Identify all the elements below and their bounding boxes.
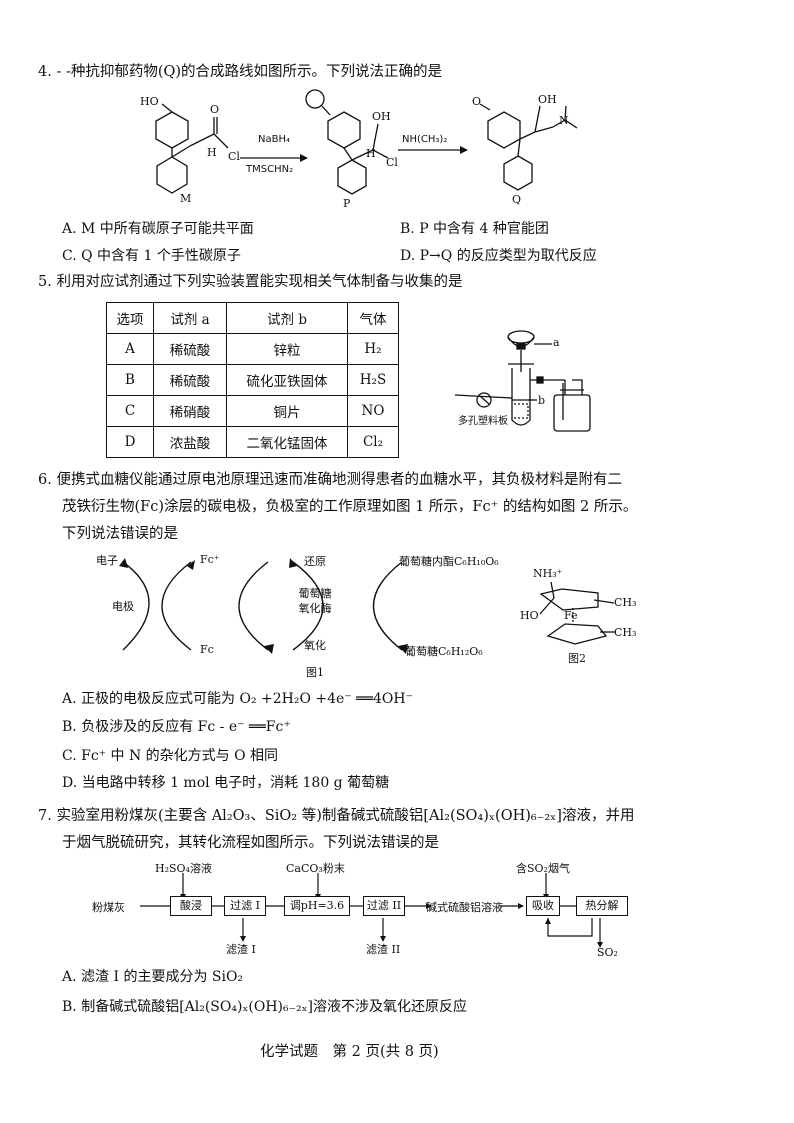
fig2-caption: 图2 <box>568 652 586 665</box>
figure-1-diagram <box>119 558 408 654</box>
table-cell: 锌粒 <box>226 333 348 365</box>
flow-so2-gas: 含SO₂烟气 <box>516 862 570 875</box>
process-flow-arrows <box>140 873 603 948</box>
fig2-ho: HO <box>520 609 539 622</box>
flow-decomp-box: 热分解 <box>576 896 628 916</box>
q-oh: OH <box>538 93 557 106</box>
label-p: P <box>343 197 351 210</box>
q4-option-b[interactable]: B. P 中含有 4 种官能团 <box>400 221 549 237</box>
q6-option-d[interactable]: D. 当电路中转移 1 mol 电子时，消耗 180 g 葡萄糖 <box>62 775 390 791</box>
q7-option-a[interactable]: A. 滤渣 I 的主要成分为 SiO₂ <box>62 969 244 985</box>
q6-option-b[interactable]: B. 负极涉及的反应有 Fc - e⁻ ══Fc⁺ <box>62 719 291 735</box>
table-cell: A <box>106 333 154 365</box>
flow-caco3: CaCO₃粉末 <box>286 862 345 875</box>
q6-stem-line2: 茂铁衍生物(Fc)涂层的碳电极，负极室的工作原理如图 1 所示，Fc⁺ 的结构如… <box>62 499 638 515</box>
apparatus-plate-label: 多孔塑料板 <box>458 416 508 427</box>
q6-stem-line1: 6. 便携式血糖仪能通过原电池原理迅速而准确地测得患者的血糖水平，其负极材料是附… <box>38 472 622 488</box>
q4-stem: 4. - -种抗抑郁药物(Q)的合成路线如图所示。下列说法正确的是 <box>38 64 443 80</box>
q-o: O <box>472 95 482 108</box>
fig1-glucose: 葡萄糖C₆H₁₂O₆ <box>405 645 483 658</box>
table-cell: 稀硝酸 <box>153 395 227 427</box>
flow-start: 粉煤灰 <box>92 901 125 914</box>
table-cell: 稀硫酸 <box>153 333 227 365</box>
table-cell: Cl₂ <box>347 426 399 458</box>
page-footer: 化学试题 第 2 页(共 8 页) <box>260 1044 439 1060</box>
table-row: A 稀硫酸 锌粒 H₂ <box>106 333 399 365</box>
fig2-fe: Fe <box>564 609 578 622</box>
q6-option-c[interactable]: C. Fc⁺ 中 N 的杂化方式与 O 相同 <box>62 748 279 764</box>
table-cell: H₂S <box>347 364 399 396</box>
label-m: M <box>180 192 192 205</box>
flow-residue1: 滤渣 I <box>226 943 256 956</box>
apparatus-label-b: b <box>538 394 546 407</box>
table-header: 选项 <box>106 302 154 334</box>
flow-acid-box: 酸浸 <box>170 896 212 916</box>
fig1-electrode: 电极 <box>112 600 134 613</box>
table-header-row: 选项 试剂 a 试剂 b 气体 <box>106 302 399 334</box>
fig1-fc-plus: Fc⁺ <box>200 553 220 566</box>
table-cell: 二氧化锰固体 <box>226 426 348 458</box>
flow-h2so4: H₂SO₄溶液 <box>155 862 212 875</box>
p-h: H <box>366 147 376 160</box>
q4-option-c[interactable]: C. Q 中含有 1 个手性碳原子 <box>62 248 241 264</box>
flow-solution: 碱式硫酸铝溶液 <box>426 901 503 914</box>
fig1-enzyme: 葡萄糖氧化酶 <box>298 587 332 615</box>
flow-ph-box: 调pH=3.6 <box>284 896 350 916</box>
table-header: 试剂 a <box>153 302 227 334</box>
table-cell: C <box>106 395 154 427</box>
fig1-lactone: 葡萄糖内酯C₆H₁₀O₆ <box>399 555 499 568</box>
q-n: N <box>559 114 569 127</box>
flow-absorb-box: 吸收 <box>526 896 560 916</box>
fig1-electron: 电子 <box>96 554 118 567</box>
table-cell: NO <box>347 395 399 427</box>
table-header: 试剂 b <box>226 302 348 334</box>
q6-option-a[interactable]: A. 正极的电极反应式可能为 O₂ +2H₂O +4e⁻ ══4OH⁻ <box>62 691 413 707</box>
q4-option-d[interactable]: D. P→Q 的反应类型为取代反应 <box>400 248 597 264</box>
fig2-nh3: NH₃⁺ <box>533 567 563 580</box>
gas-apparatus <box>454 330 591 432</box>
label-q: Q <box>512 193 522 206</box>
reagent-nabh4: NaBH₄ <box>258 134 290 145</box>
flow-filter2-box: 过滤 II <box>363 896 405 916</box>
fig1-reduce: 还原 <box>304 555 326 568</box>
q7-stem-line2: 于烟气脱硫研究，其转化流程如图所示。下列说法错误的是 <box>62 835 439 851</box>
p-cl: Cl <box>386 156 398 169</box>
table-row: B 稀硫酸 硫化亚铁固体 H₂S <box>106 364 399 396</box>
table-row: D 浓盐酸 二氧化锰固体 Cl₂ <box>106 426 399 458</box>
figure-2-structure <box>539 581 615 645</box>
fig1-oxidize: 氧化 <box>304 639 326 652</box>
q6-stem-line3: 下列说法错误的是 <box>62 526 178 542</box>
flow-filter1-box: 过滤 I <box>224 896 266 916</box>
flow-so2-out: SO₂ <box>597 946 618 959</box>
fig2-ch3a: CH₃ <box>614 596 637 609</box>
p-oh: OH <box>372 110 391 123</box>
fig1-fc: Fc <box>200 643 214 656</box>
q5-stem: 5. 利用对应试剂通过下列实验装置能实现相关气体制备与收集的是 <box>38 274 463 290</box>
molecule-m <box>155 89 578 195</box>
q7-option-b[interactable]: B. 制备碱式硫酸铝[Al₂(SO₄)ₓ(OH)₆₋₂ₓ]溶液不涉及氧化还原反应 <box>62 999 468 1015</box>
table-header: 气体 <box>347 302 399 334</box>
q7-stem-line1: 7. 实验室用粉煤灰(主要含 Al₂O₃、SiO₂ 等)制备碱式硫酸铝[Al₂(… <box>38 808 635 824</box>
reagent-nhch3: NH(CH₃)₂ <box>402 134 448 145</box>
flow-residue2: 滤渣 II <box>366 943 401 956</box>
reagent-tmschn2: TMSCHN₂ <box>246 164 294 175</box>
m-h: H <box>207 146 217 159</box>
m-cl: Cl <box>228 150 240 163</box>
apparatus-label-a: a <box>553 336 560 349</box>
fig2-ch3b: CH₃ <box>614 626 637 639</box>
reagent-table: 选项 试剂 a 试剂 b 气体 A 稀硫酸 锌粒 H₂ B 稀硫酸 硫化亚铁固体… <box>106 302 399 458</box>
m-o: O <box>210 103 220 116</box>
q4-option-a[interactable]: A. M 中所有碳原子可能共平面 <box>62 221 254 237</box>
fig1-caption: 图1 <box>306 666 324 679</box>
m-ho: HO <box>140 95 159 108</box>
